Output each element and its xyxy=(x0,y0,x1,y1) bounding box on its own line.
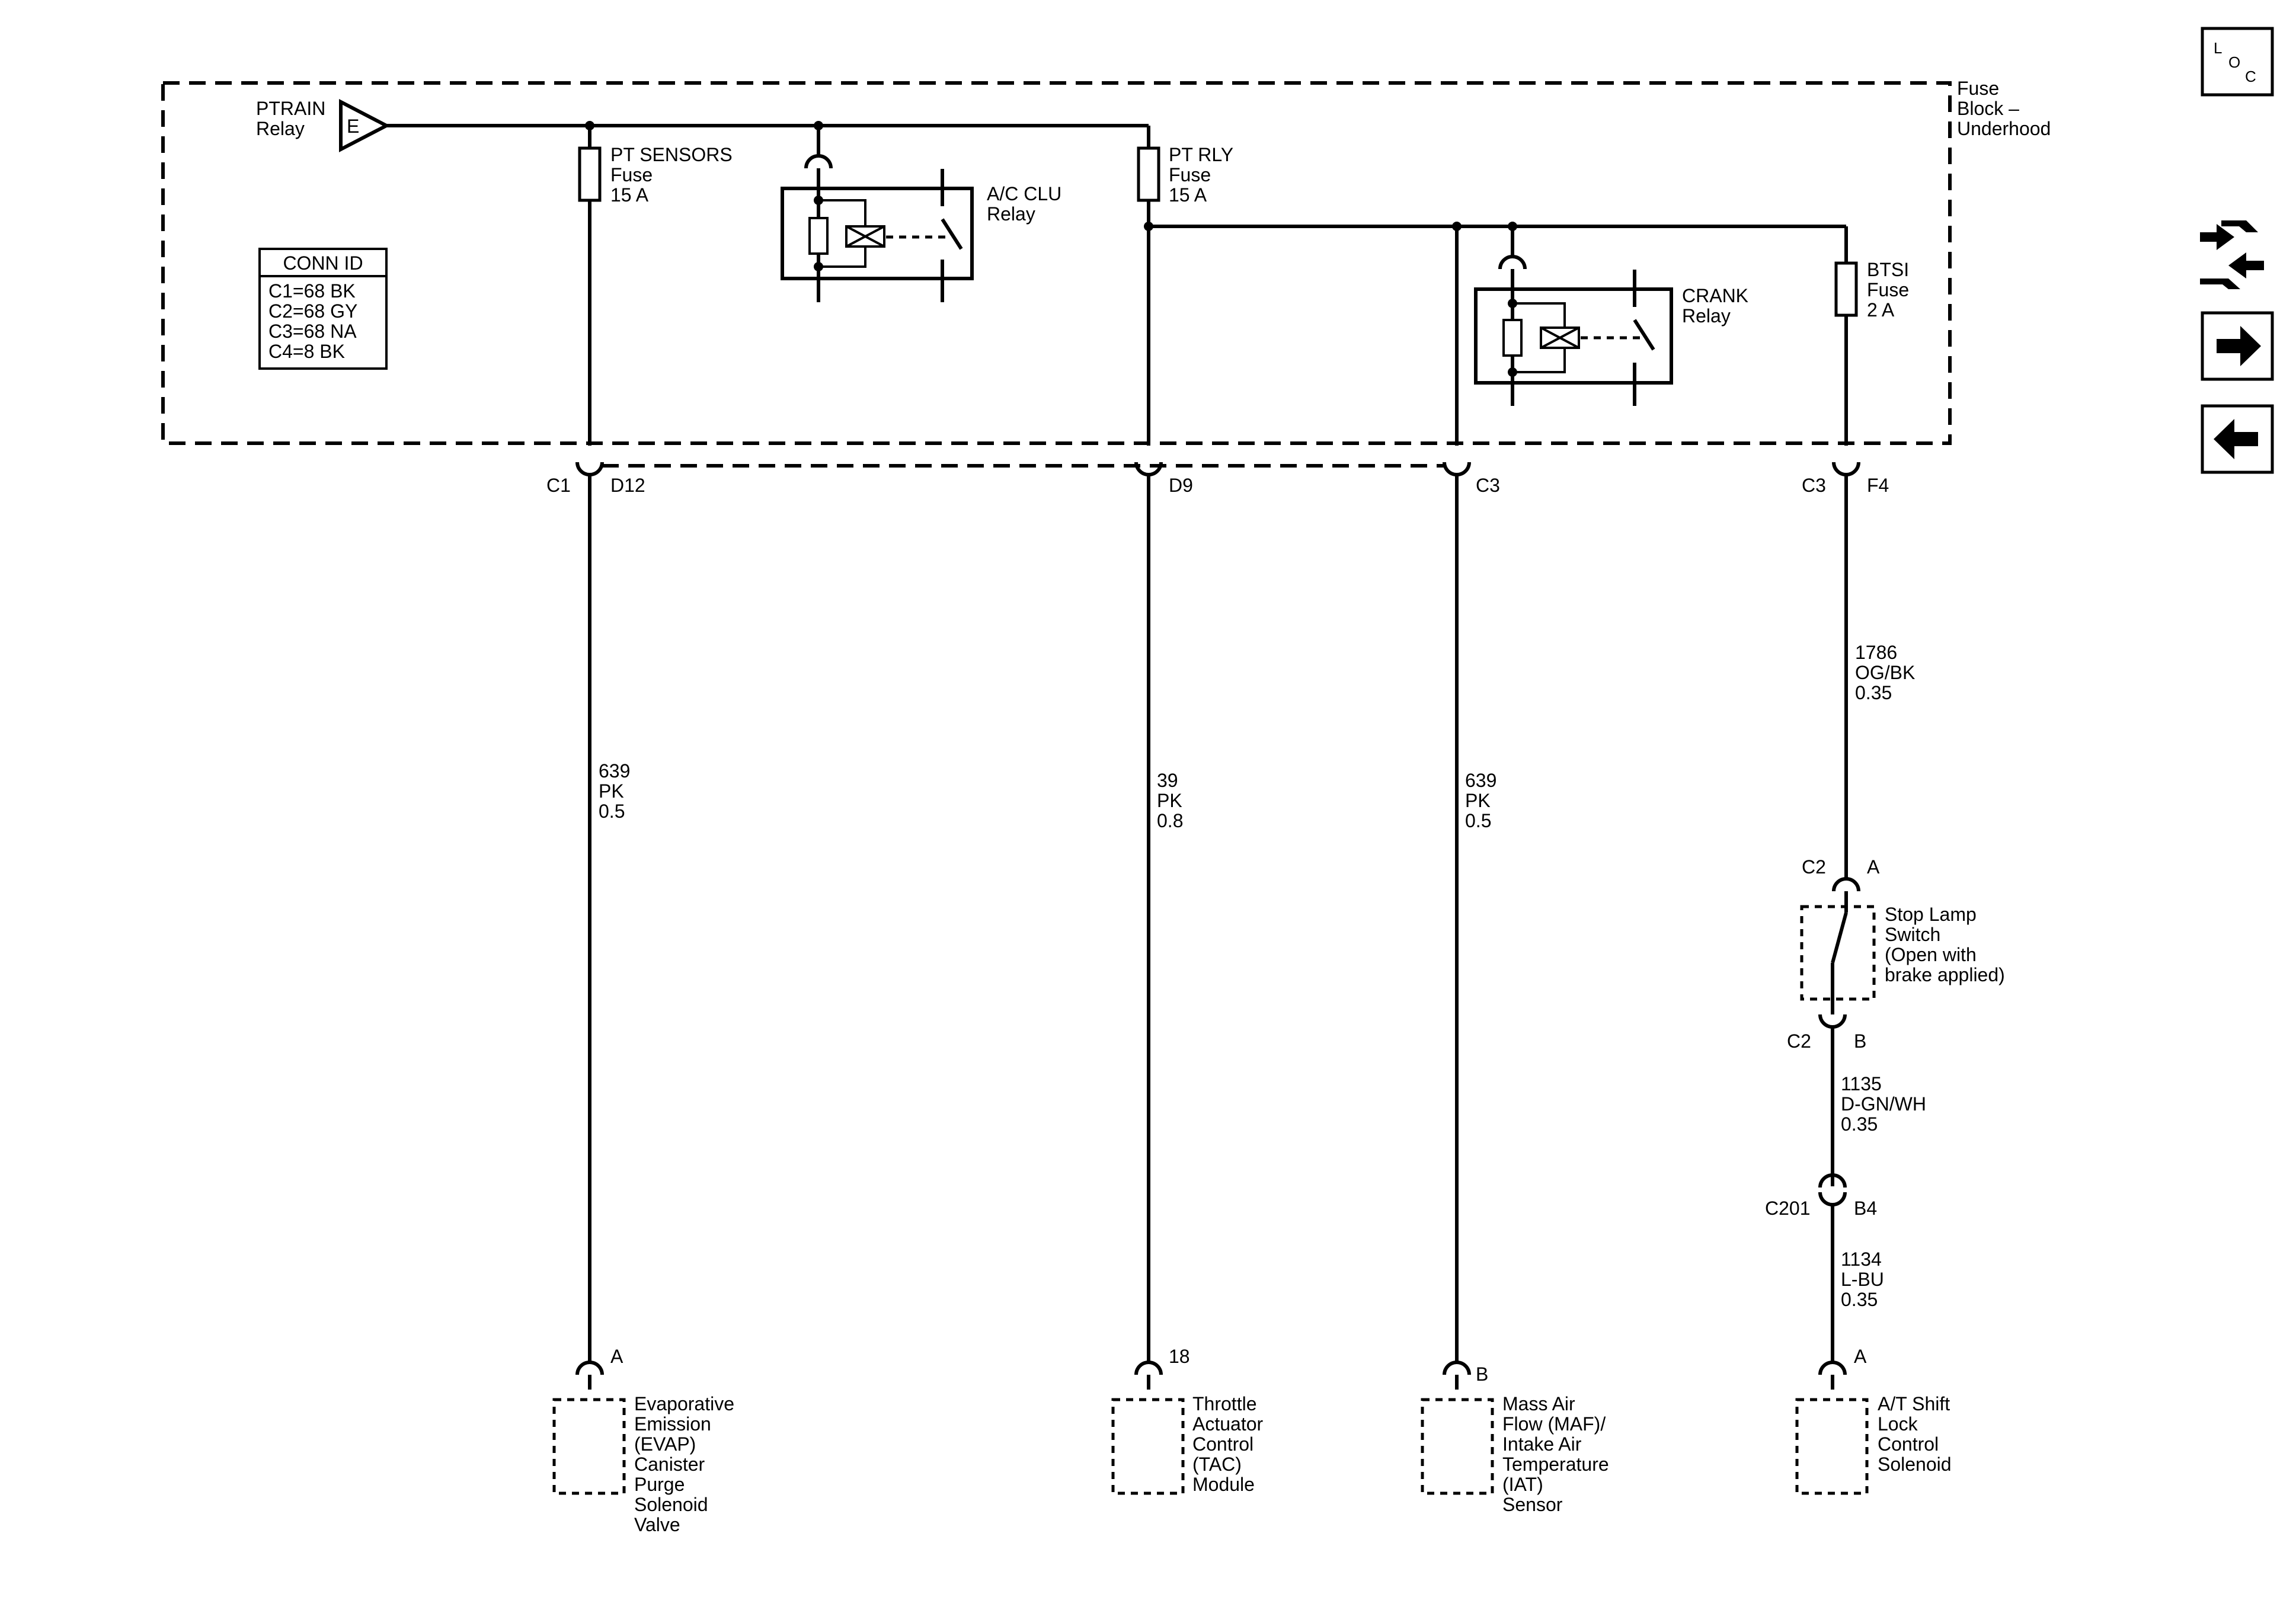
fuse-block-label: Fuse Block – Underhood xyxy=(1957,78,2051,139)
conn-id-title: CONN ID xyxy=(283,252,363,274)
connector-c201-label: C201 xyxy=(1765,1198,1811,1219)
maf-pin-label: B xyxy=(1476,1363,1488,1385)
connector-c3-f4-left-label: C3 xyxy=(1802,475,1826,496)
connector-f4-label: F4 xyxy=(1867,475,1889,496)
switch-pin-a-label: A xyxy=(1867,856,1880,878)
c201-terminal-top xyxy=(1818,1173,1847,1188)
tac-module-component xyxy=(1111,1398,1185,1495)
loc-letter-l: L xyxy=(2214,39,2222,57)
wire-label-639-a: 639 PK 0.5 xyxy=(599,760,635,822)
ac-clu-resistor xyxy=(808,217,829,255)
ptrain-pin-triangle xyxy=(339,99,391,152)
maf-label: Mass Air Flow (MAF)/ Intake Air Temperat… xyxy=(1502,1393,1614,1515)
stop-lamp-switch-label: Stop Lamp Switch (Open with brake applie… xyxy=(1885,904,2005,985)
shift-lock-solenoid-component xyxy=(1795,1398,1869,1495)
stop-lamp-switch xyxy=(1800,905,1876,1001)
switch-bottom-terminal xyxy=(1818,1014,1847,1029)
crank-feed-terminal xyxy=(1498,255,1527,270)
c201-terminal-bottom xyxy=(1818,1192,1847,1206)
tac-pin-label: 18 xyxy=(1169,1346,1190,1367)
arrow-left-button[interactable] xyxy=(2201,404,2274,474)
pt-rly-fuse-label: PT RLY Fuse 15 A xyxy=(1169,144,1238,206)
ac-clu-relay xyxy=(781,187,974,280)
evap-terminal xyxy=(575,1361,604,1375)
wire-label-39: 39 PK 0.8 xyxy=(1157,770,1188,831)
pt-sensors-fuse xyxy=(578,146,602,202)
wire-label-1134: 1134 L-BU 0.35 xyxy=(1841,1249,1889,1310)
crank-relay xyxy=(1474,287,1673,385)
wire-label-1135: 1135 D-GN/WH 0.35 xyxy=(1841,1073,1932,1135)
btsi-fuse xyxy=(1834,261,1858,317)
connector-d9-label: D9 xyxy=(1169,475,1193,496)
maf-iat-sensor-component xyxy=(1421,1398,1494,1495)
loc-letter-o: O xyxy=(2228,53,2240,71)
maf-terminal xyxy=(1443,1361,1471,1375)
switch-top-terminal xyxy=(1832,877,1860,892)
shift-lock-pin-label: A xyxy=(1854,1346,1867,1367)
arrow-left-icon xyxy=(2214,419,2258,459)
connector-b4-label: B4 xyxy=(1854,1198,1877,1219)
connector-c1-label: C1 xyxy=(546,475,571,496)
tac-label: Throttle Actuator Control (TAC) Module xyxy=(1192,1393,1268,1495)
loc-letter-c: C xyxy=(2245,68,2256,85)
btsi-fuse-label: BTSI Fuse 2 A xyxy=(1867,259,1914,321)
pt-rly-fuse xyxy=(1137,146,1160,202)
fuse-block-boundary xyxy=(161,81,1952,445)
arrow-right-button[interactable] xyxy=(2201,311,2274,381)
connector-swap-icon[interactable] xyxy=(2200,220,2264,289)
evap-label: Evaporative Emission (EVAP) Canister Pur… xyxy=(634,1393,740,1535)
evap-pin-label: A xyxy=(610,1346,623,1367)
shift-lock-label: A/T Shift Lock Control Solenoid xyxy=(1878,1393,1955,1475)
connector-d12-label: D12 xyxy=(610,475,645,496)
ptrain-relay-label: PTRAIN Relay xyxy=(256,98,331,139)
conn-id-table: CONN ID C1=68 BK C2=68 GY C3=68 NA C4=8 … xyxy=(258,248,388,370)
crank-relay-label: CRANK Relay xyxy=(1682,285,1754,327)
switch-c2-label: C2 xyxy=(1802,856,1826,878)
ptrain-pin-label: E xyxy=(347,116,359,137)
wire-label-1786: 1786 OG/BK 0.35 xyxy=(1855,642,1920,703)
evap-solenoid-component xyxy=(552,1398,626,1495)
conn-id-rows: C1=68 BK C2=68 GY C3=68 NA C4=8 BK xyxy=(268,280,363,362)
switch-contact xyxy=(1831,912,1848,964)
connector-c3-label: C3 xyxy=(1476,475,1500,496)
switch-pin-b-label: B xyxy=(1854,1030,1866,1052)
ac-clu-relay-label: A/C CLU Relay xyxy=(987,183,1067,225)
crank-resistor xyxy=(1502,319,1523,357)
tac-terminal xyxy=(1134,1361,1163,1375)
wire-label-639-b: 639 PK 0.5 xyxy=(1465,770,1502,831)
ac-clu-feed-terminal xyxy=(804,154,833,169)
shift-lock-terminal xyxy=(1818,1361,1847,1375)
pt-sensors-fuse-label: PT SENSORS Fuse 15 A xyxy=(610,144,738,206)
loc-button[interactable]: L O C xyxy=(2201,27,2274,97)
arrow-right-icon xyxy=(2217,326,2261,366)
switch-c2-bottom-label: C2 xyxy=(1787,1030,1811,1052)
